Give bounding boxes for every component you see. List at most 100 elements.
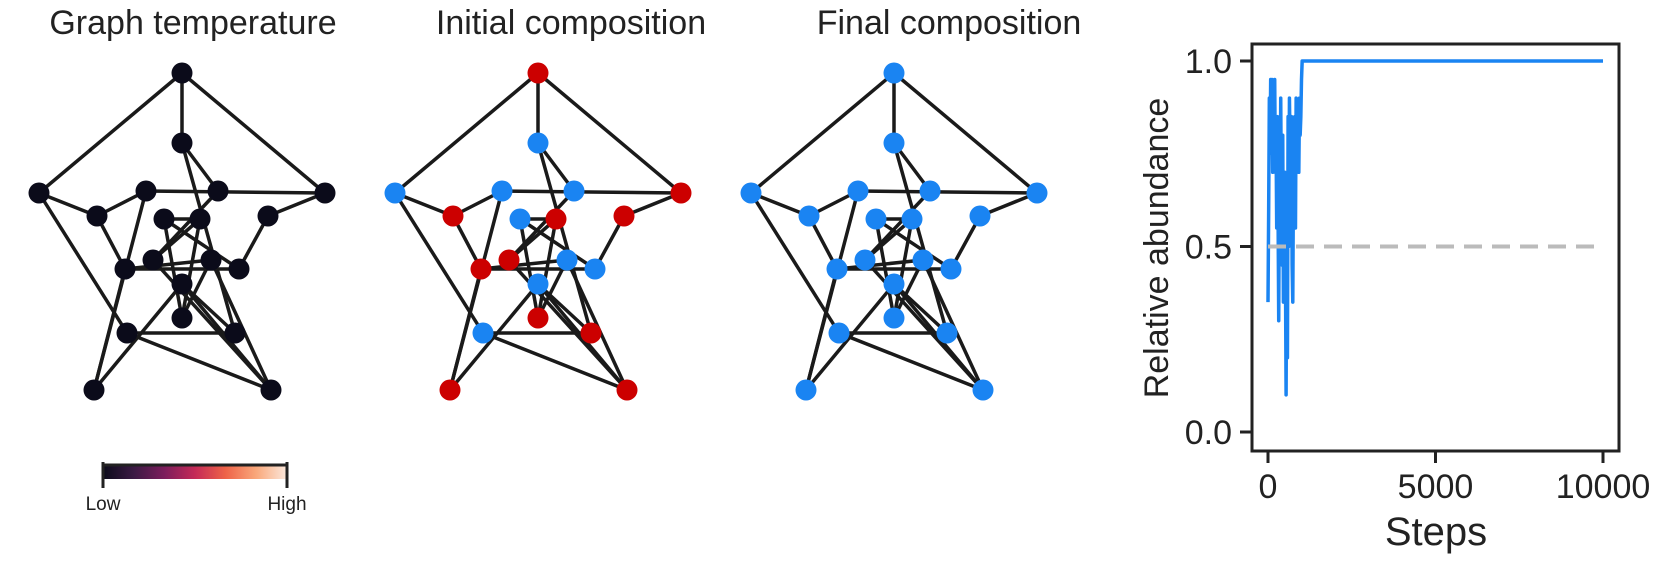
graph-edge: [749, 192, 841, 334]
graph-node: [545, 208, 567, 230]
graph-node: [83, 379, 105, 401]
graph-node: [936, 322, 958, 344]
graph-edge: [875, 217, 952, 271]
graph-node: [86, 205, 108, 227]
graph-node: [826, 258, 848, 280]
graph-node: [442, 205, 464, 227]
colorbar-high-label: High: [267, 494, 306, 515]
graph-node: [740, 182, 762, 204]
graph-node: [171, 132, 193, 154]
graph-node: [912, 249, 934, 271]
x-tick-label: 0: [1259, 468, 1278, 506]
graph-edge: [804, 268, 839, 391]
graph-final-composition: [740, 62, 1048, 401]
y-tick-label: 1.0: [1185, 43, 1232, 81]
graph-node: [171, 273, 193, 295]
graph-node: [527, 273, 549, 295]
graph-node: [563, 180, 585, 202]
graph-edge: [163, 217, 240, 271]
graph-node: [883, 132, 905, 154]
colorbar-gradient: [103, 465, 287, 479]
graph-temperature: [28, 62, 336, 401]
panel-title-temperature: Graph temperature: [49, 4, 336, 42]
graph-node: [200, 249, 222, 271]
graph-node: [491, 180, 513, 202]
colorbar-low-label: Low: [86, 494, 121, 515]
y-axis-label: Relative abundance: [1138, 98, 1176, 399]
graph-edge: [92, 268, 127, 391]
graph-node: [384, 182, 406, 204]
graph-edge: [180, 71, 327, 195]
graph-node: [207, 180, 229, 202]
graph-node: [189, 208, 211, 230]
graph-node: [314, 182, 336, 204]
graph-edge: [519, 217, 596, 271]
graph-node: [883, 273, 905, 295]
x-tick-label: 5000: [1398, 468, 1474, 506]
graph-node: [439, 379, 461, 401]
abundance-line: [1266, 59, 1603, 397]
graph-edge: [393, 192, 485, 334]
graph-node: [795, 379, 817, 401]
graph-edge: [482, 331, 628, 392]
y-tick-label: 0.5: [1185, 229, 1232, 267]
graph-edge: [892, 259, 925, 319]
panel-title-initial: Initial composition: [436, 4, 706, 42]
graph-node: [584, 258, 606, 280]
graph-edge: [448, 282, 540, 392]
graph-edge: [857, 189, 1038, 195]
graph-edge: [37, 71, 184, 195]
graph-node: [847, 180, 869, 202]
graph-edge: [37, 192, 129, 334]
graph-edge: [536, 142, 593, 334]
graph-node: [969, 205, 991, 227]
colorbar-frame: [101, 462, 289, 488]
graph-node: [470, 258, 492, 280]
y-tick-label: 0.0: [1185, 414, 1232, 452]
graph-edge: [126, 331, 272, 392]
graph-edge: [124, 258, 212, 271]
graph-node: [260, 379, 282, 401]
graph-edge: [838, 331, 984, 392]
graph-node: [972, 379, 994, 401]
graph-node: [224, 322, 246, 344]
graph-node: [142, 249, 164, 271]
graph-node: [919, 180, 941, 202]
graph-edge: [180, 259, 213, 319]
graph-node: [28, 182, 50, 204]
graph-node: [135, 180, 157, 202]
graph-edge: [836, 258, 924, 271]
graph-node: [883, 307, 905, 329]
graph-node: [940, 258, 962, 280]
graph-node: [854, 249, 876, 271]
graph-node: [865, 208, 887, 230]
graph-edge: [892, 142, 949, 334]
graph-node: [798, 205, 820, 227]
graph-node: [171, 62, 193, 84]
graph-node: [257, 205, 279, 227]
x-tick-label: 10000: [1556, 468, 1651, 506]
colorbar: Low High: [86, 462, 307, 515]
graph-node: [616, 379, 638, 401]
graph-node: [171, 307, 193, 329]
graph-node: [556, 249, 578, 271]
graph-node: [228, 258, 250, 280]
graph-edge: [749, 71, 896, 195]
graph-edge: [448, 268, 483, 391]
graph-node: [580, 322, 602, 344]
graph-node: [1026, 182, 1048, 204]
graph-edge: [804, 282, 896, 392]
graph-edge: [180, 142, 237, 334]
graph-edge: [480, 258, 568, 271]
graph-node: [883, 62, 905, 84]
panel-title-final: Final composition: [817, 4, 1082, 42]
graph-initial-composition: [384, 62, 692, 401]
graph-edge: [393, 71, 540, 195]
graph-node: [472, 322, 494, 344]
graph-node: [901, 208, 923, 230]
graph-edge: [92, 282, 184, 392]
graph-edge: [536, 71, 683, 195]
graph-node: [527, 62, 549, 84]
graph-node: [153, 208, 175, 230]
